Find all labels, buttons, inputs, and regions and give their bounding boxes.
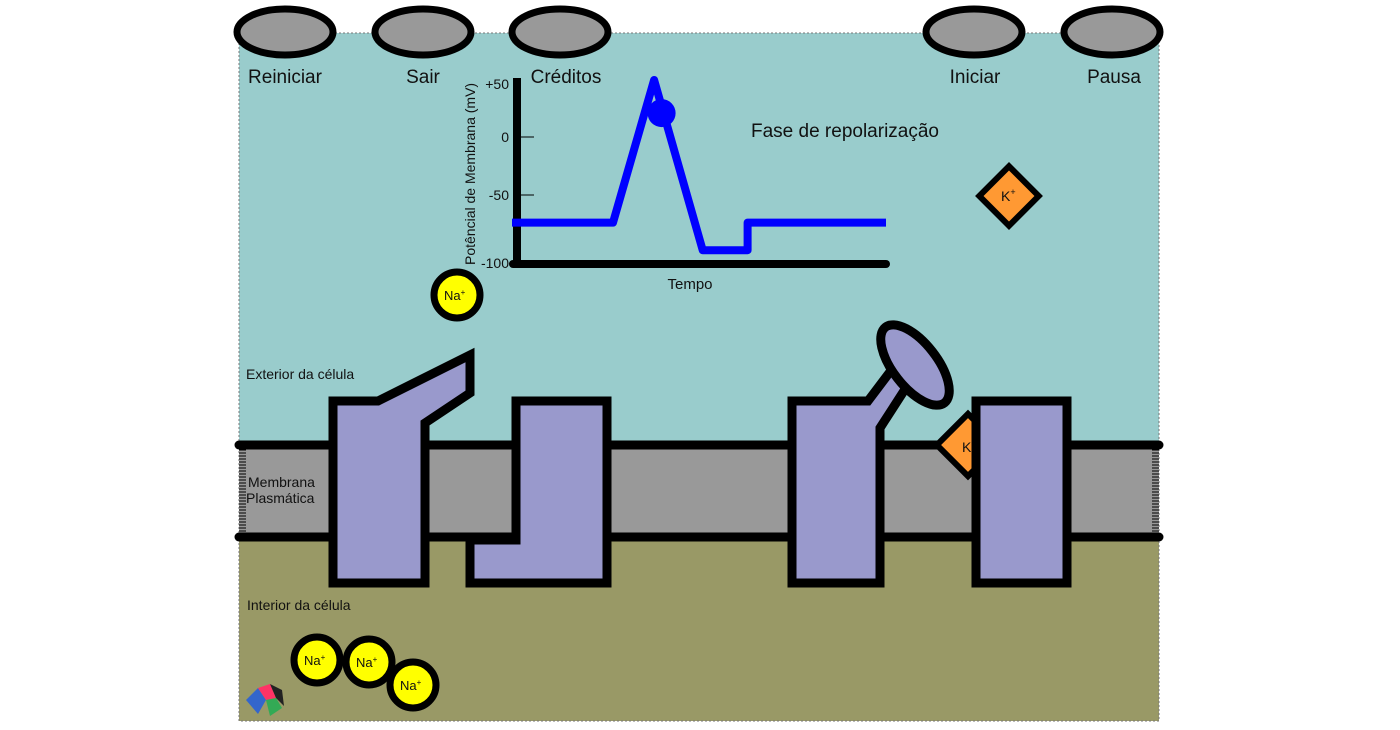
membrane-edge-hatch-left — [239, 449, 246, 532]
membrane-potential-trace — [512, 76, 886, 255]
potassium-channel-left — [787, 320, 954, 588]
potassium-ion-extracellular: K+ — [975, 162, 1043, 230]
reiniciar-label[interactable]: Reiniciar — [248, 67, 322, 88]
membrane-label-line2: Plasmática — [246, 490, 315, 506]
membrane-edge-hatch-right — [1152, 449, 1159, 532]
logo-icon — [246, 684, 284, 716]
sodium-channel-activation-gate — [328, 347, 475, 588]
chart-ytick-label-minus100: -100 — [481, 255, 509, 271]
chart-x-axis-label: Tempo — [667, 276, 712, 293]
pausa-button[interactable] — [1060, 5, 1164, 59]
potassium-ion-label: K+ — [1001, 187, 1016, 204]
sodium-ion-extracellular: Na+ — [430, 268, 484, 322]
exterior-label: Exterior da célula — [246, 366, 355, 382]
sodium-ion-label: Na+ — [444, 288, 466, 303]
pausa-label[interactable]: Pausa — [1087, 67, 1141, 88]
sodium-ion-intracellular-3: Na+ — [386, 658, 440, 712]
stage-border — [238, 32, 1160, 722]
iniciar-button[interactable] — [922, 5, 1026, 59]
sair-button[interactable] — [371, 5, 475, 59]
sair-label[interactable]: Sair — [406, 67, 440, 88]
chart-ytick-label-0: 0 — [501, 129, 509, 145]
sodium-ion-label: Na+ — [400, 678, 422, 693]
phase-title: Fase de repolarização — [751, 121, 939, 142]
chart-y-axis-label: Potêncial de Membrana (mV) — [462, 83, 478, 265]
interior-label: Interior da célula — [247, 597, 351, 613]
iniciar-label[interactable]: Iniciar — [949, 67, 1001, 88]
sodium-ion-intracellular-2: Na+ — [342, 635, 396, 689]
sodium-channel-inactivation-gate — [465, 396, 612, 588]
creditos-button[interactable] — [508, 5, 612, 59]
membrane-label-line1: Membrana — [248, 474, 315, 490]
current-potential-marker — [647, 99, 676, 128]
potassium-channel-right — [971, 396, 1072, 588]
membrane-potential-chart: Potêncial de Membrana (mV) Tempo +50 0 -… — [462, 76, 890, 293]
creditos-label[interactable]: Créditos — [530, 67, 602, 88]
potassium-ion-label: K — [962, 439, 972, 455]
chart-ytick-label-minus50: -50 — [489, 187, 509, 203]
potassium-channel-funnel — [876, 320, 954, 410]
chart-ytick-label-50: +50 — [485, 76, 509, 92]
sodium-ion-intracellular-1: Na+ — [290, 633, 344, 687]
sodium-ion-label: Na+ — [356, 655, 378, 670]
sodium-ion-label: Na+ — [304, 653, 326, 668]
reiniciar-button[interactable] — [233, 5, 337, 59]
